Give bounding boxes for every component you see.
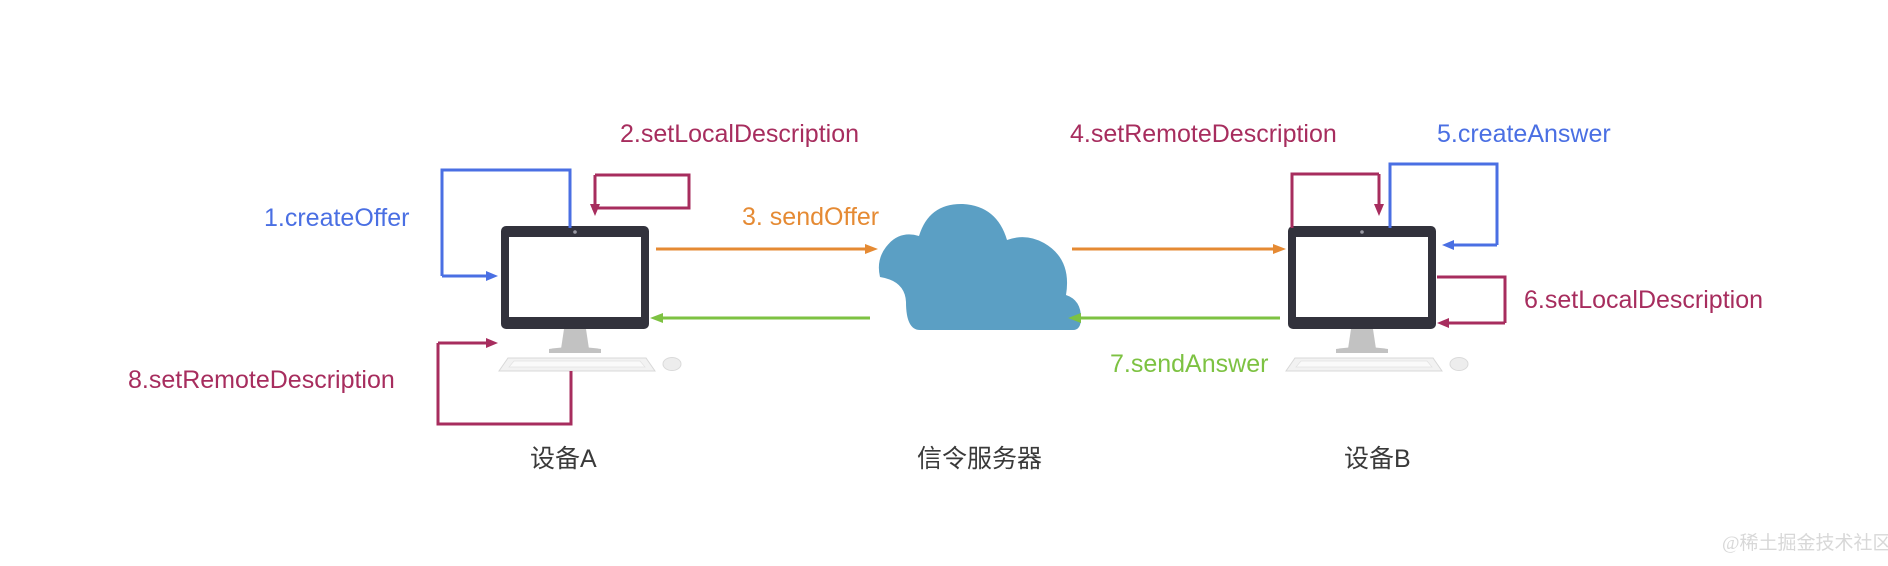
node-caption-signaling-server: 信令服务器 [917, 445, 1043, 473]
device-a-computer [498, 226, 682, 372]
step-label-6-set-local-description: 6.setLocalDescription [1524, 286, 1764, 314]
monitor-camera-a [573, 230, 577, 234]
arrow-5-create-answer [1388, 162, 1499, 250]
monitor-neck-a [561, 329, 589, 349]
node-caption-device-a: 设备A [530, 445, 597, 473]
monitor-base-b [1336, 347, 1388, 353]
arrow-6-set-local-description [1437, 275, 1507, 328]
arrow-1-create-offer [440, 168, 572, 281]
step-label-1-create-offer: 1.createOffer [264, 204, 410, 232]
monitor-screen-a [509, 237, 641, 317]
signaling-server-cloud-icon [878, 203, 1081, 330]
step-label-3-send-offer: 3. sendOffer [742, 203, 880, 231]
watermark: @稀土掘金技术社区 [1722, 533, 1888, 554]
mouse-a [662, 357, 682, 371]
mouse-b [1449, 357, 1469, 371]
keyboard-keys-a [508, 360, 646, 368]
monitor-screen-b [1296, 237, 1428, 317]
device-b-computer [1285, 226, 1469, 372]
monitor-camera-b [1360, 230, 1364, 234]
arrow-8-set-remote-description [436, 338, 573, 426]
keyboard-keys-b [1295, 360, 1433, 368]
monitor-neck-b [1348, 329, 1376, 349]
step-label-5-create-answer: 5.createAnswer [1437, 120, 1611, 148]
arrow-2-set-local-description [590, 173, 691, 216]
arrow-4-set-remote-description [1290, 172, 1384, 228]
step-label-8-set-remote-description: 8.setRemoteDescription [128, 366, 395, 394]
monitor-base-a [549, 347, 601, 353]
step-label-7-send-answer: 7.sendAnswer [1110, 350, 1269, 378]
node-caption-device-b: 设备B [1344, 445, 1411, 473]
step-label-2-set-local-description: 2.setLocalDescription [620, 120, 860, 148]
step-label-4-set-remote-description: 4.setRemoteDescription [1070, 120, 1337, 148]
